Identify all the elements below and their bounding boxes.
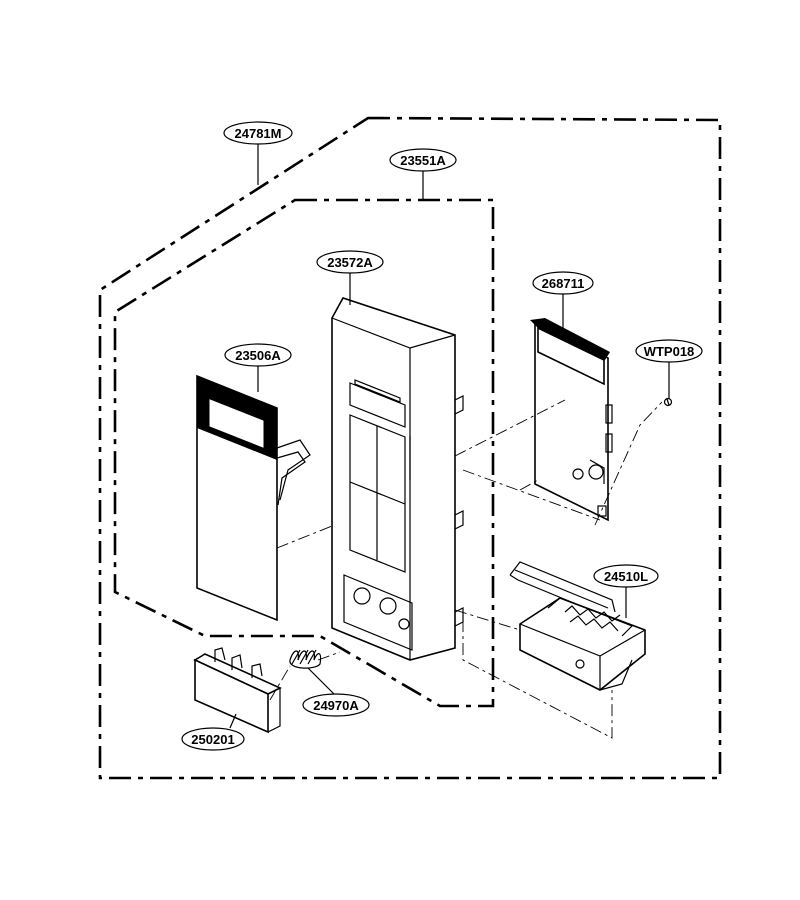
front-panel-part [331, 297, 464, 661]
screw-part [663, 397, 673, 407]
alignment-lines [269, 399, 663, 739]
part-label-membrane-switch: 23506A [235, 348, 281, 363]
callout-268711: 268711 [532, 271, 594, 295]
callout-23506A: 23506A [224, 343, 292, 367]
part-label-assembly-inner: 23551A [400, 153, 446, 168]
part-label-pcb: 268711 [542, 276, 585, 291]
part-label-door-lever: 24510L [604, 569, 648, 584]
pcb-part [530, 318, 613, 522]
callout-250201: 250201 [181, 727, 245, 751]
leader-lines [229, 144, 670, 729]
part-label-spring: 24970A [313, 698, 359, 713]
callout-24781M: 24781M [223, 121, 293, 145]
callout-WTP018: WTP018 [635, 339, 703, 363]
part-label-assembly-outer: 24781M [235, 126, 282, 141]
part-label-button: 250201 [191, 732, 234, 747]
callout-24510L: 24510L [593, 564, 659, 588]
callout-23572A: 23572A [316, 250, 384, 274]
part-label-screw: WTP018 [644, 344, 695, 359]
button-part [193, 647, 282, 734]
door-lever-part [509, 561, 646, 691]
callout-23551A: 23551A [389, 148, 457, 172]
spring-part [289, 649, 322, 669]
callout-24970A: 24970A [302, 693, 370, 717]
membrane-switch-part [196, 374, 311, 622]
outer-assembly-boundary [98, 116, 722, 780]
part-label-front-panel: 23572A [327, 255, 373, 270]
